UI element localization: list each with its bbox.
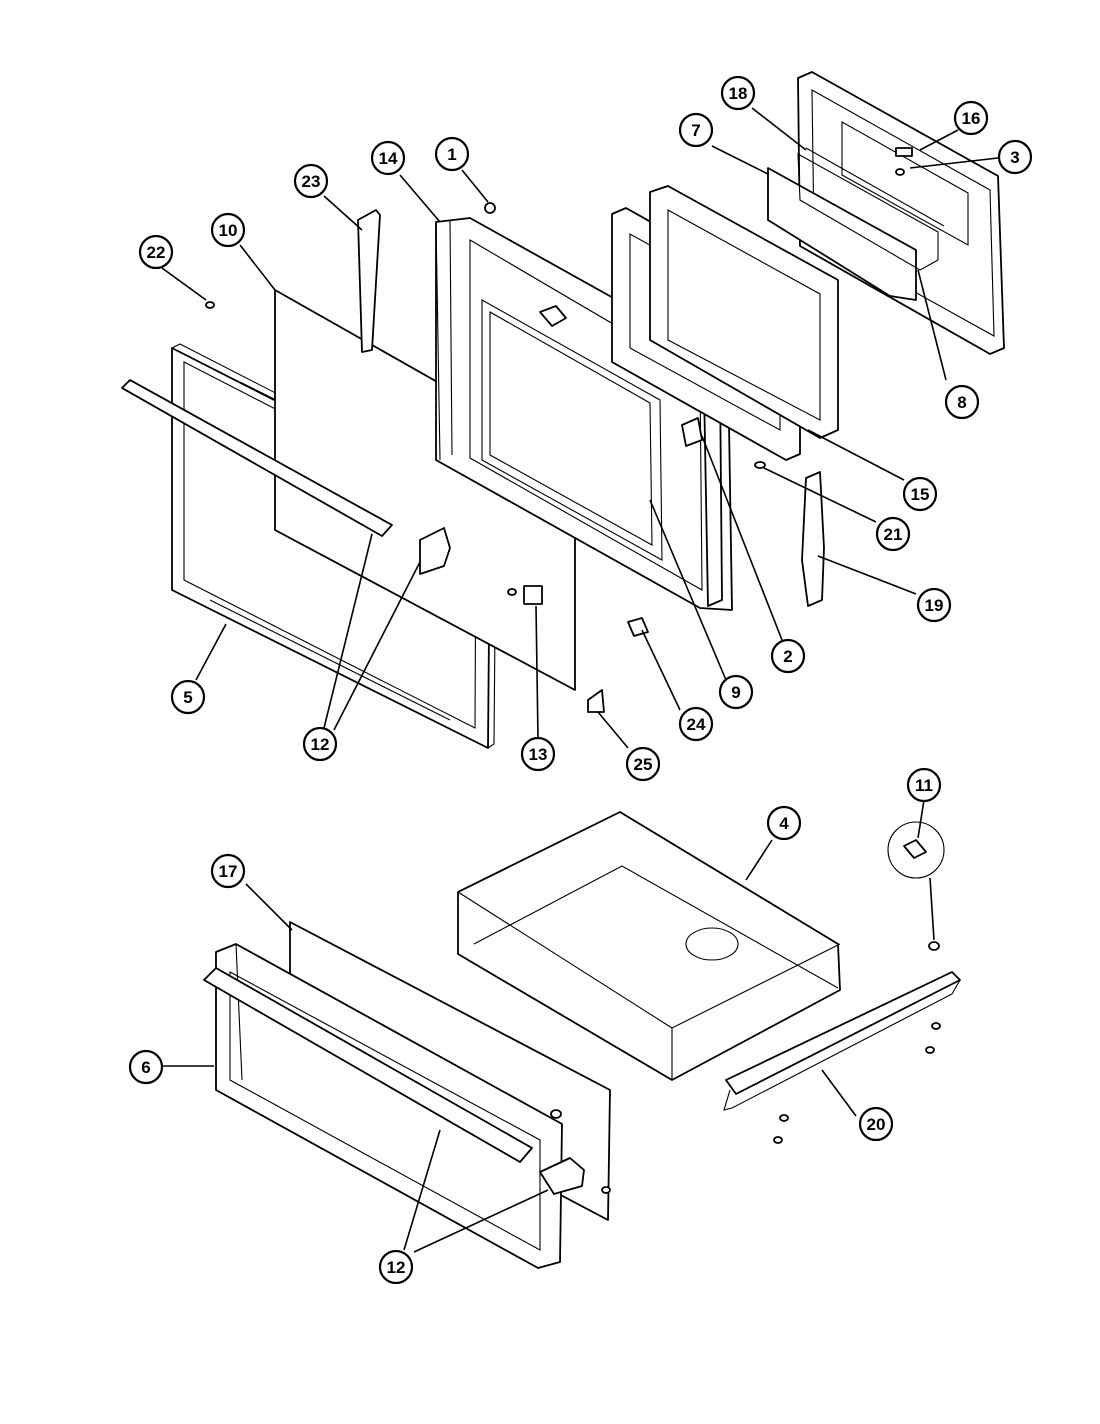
svg-text:3: 3: [1010, 148, 1019, 167]
svg-text:12: 12: [311, 735, 330, 754]
svg-text:5: 5: [183, 688, 192, 707]
door-back-panel: [649, 185, 839, 439]
svg-text:9: 9: [731, 683, 740, 702]
detail-clip-circle: [887, 821, 945, 879]
callout-21: 21: [875, 516, 911, 552]
callout-6: 6: [128, 1049, 164, 1085]
drawer-handle-trim: [203, 967, 533, 1163]
door-window-glass: [767, 167, 917, 301]
callout-2: 2: [770, 638, 806, 674]
svg-text:4: 4: [779, 814, 789, 833]
svg-text:13: 13: [529, 745, 548, 764]
svg-text:11: 11: [915, 776, 933, 795]
callout-12-door: 12: [302, 726, 338, 762]
callout-12-drawer: 12: [378, 1249, 414, 1285]
callout-10: 10: [210, 212, 246, 248]
svg-text:18: 18: [729, 84, 748, 103]
svg-text:23: 23: [302, 172, 321, 191]
door-hinge-bracket: [539, 305, 567, 327]
callout-14: 14: [370, 140, 406, 176]
callout-17: 17: [210, 853, 246, 889]
leader-lines: [161, 107, 999, 1253]
small-hardware: [205, 147, 913, 713]
handle-trim-bar: [121, 379, 393, 537]
callout-4: 4: [766, 805, 802, 841]
svg-text:19: 19: [925, 596, 944, 615]
svg-text:22: 22: [147, 243, 166, 262]
trim-end-bracket: [419, 527, 451, 575]
svg-text:12: 12: [387, 1258, 406, 1277]
callout-23: 23: [293, 163, 329, 199]
callout-7: 7: [678, 112, 714, 148]
drawer-hardware: [550, 941, 941, 1194]
svg-text:1: 1: [447, 145, 456, 164]
callout-1: 1: [434, 136, 470, 172]
svg-text:8: 8: [957, 393, 966, 412]
callout-20: 20: [858, 1106, 894, 1142]
callout-19: 19: [916, 587, 952, 623]
drawer-slide-rail: [723, 971, 961, 1111]
callout-18: 18: [720, 75, 756, 111]
callout-11: 11: [906, 767, 942, 803]
drawer-box: [457, 811, 841, 1081]
drawer-trim-end-bracket: [539, 1157, 585, 1195]
callout-8: 8: [944, 384, 980, 420]
door-side-strip: [357, 209, 381, 353]
door-latch-plate: [801, 471, 825, 607]
svg-text:2: 2: [783, 647, 792, 666]
svg-text:16: 16: [962, 109, 981, 128]
callout-13: 13: [520, 736, 556, 772]
door-inner-liner: [435, 217, 733, 611]
svg-text:6: 6: [141, 1058, 150, 1077]
svg-text:15: 15: [911, 485, 930, 504]
callout-9: 9: [718, 674, 754, 710]
callout-16: 16: [953, 100, 989, 136]
callout-3: 3: [997, 139, 1033, 175]
callout-24: 24: [678, 706, 714, 742]
callout-15: 15: [902, 476, 938, 512]
svg-text:20: 20: [867, 1115, 886, 1134]
svg-text:25: 25: [634, 755, 653, 774]
callout-25: 25: [625, 746, 661, 782]
door-window-gasket: [797, 147, 945, 271]
svg-text:17: 17: [219, 862, 238, 881]
callout-5: 5: [170, 679, 206, 715]
svg-text:10: 10: [219, 221, 238, 240]
svg-text:14: 14: [379, 149, 398, 168]
svg-text:7: 7: [691, 121, 700, 140]
callout-22: 22: [138, 234, 174, 270]
svg-text:24: 24: [687, 715, 706, 734]
door-rear-panel: [797, 71, 1005, 355]
svg-text:21: 21: [884, 525, 903, 544]
